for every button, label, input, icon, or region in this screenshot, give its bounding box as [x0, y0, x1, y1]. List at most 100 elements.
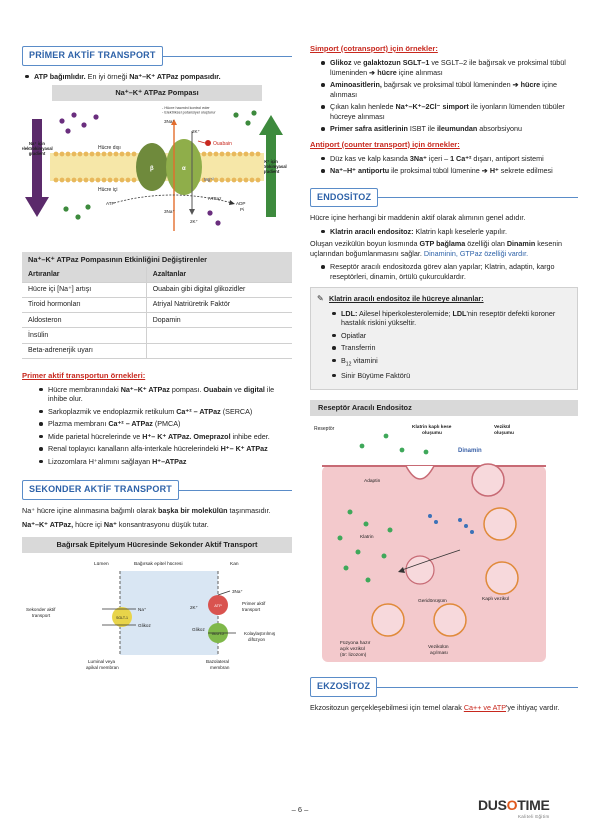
- list-item: Aminoasitlerin, bağırsak ve proksimal tü…: [318, 80, 578, 99]
- primer-examples-title: Primer aktif transportun örnekleri:: [22, 370, 146, 380]
- clathrin-box-title: Klatrin aracılı endositoz ile hücreye al…: [329, 294, 484, 304]
- simport-list: Glikoz ve galaktozun SGLT–1 ve SGLT–2 il…: [310, 58, 578, 134]
- note-icon: ✎: [317, 294, 324, 304]
- endocytosis-fig-header: Reseptör Aracılı Endositoz: [310, 400, 578, 417]
- svg-text:Bazolateral: Bazolateral: [206, 659, 229, 664]
- table-row: İnsülin: [22, 327, 292, 344]
- svg-text:ATP: ATP: [106, 201, 115, 206]
- antiport-list: Düz kas ve kalp kasında 3Na⁺ içeri – 1 C…: [310, 154, 578, 176]
- list-item: Opiatlar: [329, 331, 569, 341]
- svg-text:2K⁺: 2K⁺: [190, 605, 199, 610]
- svg-text:Glikoz: Glikoz: [192, 627, 205, 632]
- list-item: Na⁺–H⁺ antiportu ile proksimal tübül lüm…: [318, 166, 578, 176]
- svg-text:Ouabain: Ouabain: [213, 141, 232, 147]
- svg-text:K⁺ için: K⁺ için: [264, 159, 278, 164]
- clathrin-box-list: LDL: Ailesel hiperkolesterolemide; LDL'n…: [319, 309, 569, 381]
- svg-text:Adaptin: Adaptin: [364, 478, 381, 484]
- list-item: Sarkoplazmik ve endoplazmik retikulum Ca…: [36, 407, 292, 417]
- svg-text:- Elektriksel potansiyel oluşt: - Elektriksel potansiyel oluşturur: [162, 111, 216, 115]
- svg-text:Mg⁺²: Mg⁺²: [204, 177, 214, 182]
- simport-title: Simport (cotransport) için örnekler:: [310, 44, 438, 53]
- svg-text:oluşumu: oluşumu: [422, 430, 442, 436]
- brand-logo: DUSOTIME Kaliteli Eğitim: [478, 797, 550, 820]
- svg-text:GLUT-2: GLUT-2: [212, 632, 225, 636]
- receptor-endocytosis-diagram: Reseptör Klatrin kaplı kese oluşumu Vezi…: [310, 420, 578, 671]
- svg-text:Lümen: Lümen: [94, 561, 109, 567]
- left-column: PRİMER AKTİF TRANSPORT ATP bağımlıdır. E…: [21, 42, 292, 677]
- table-header-row: Artıranlar Azaltanlar: [22, 267, 292, 283]
- list-item: Primer safra asitlerinin ISBT ile ileumu…: [318, 124, 578, 134]
- sekonder-title: SEKONDER AKTİF TRANSPORT: [22, 480, 179, 501]
- endositoz-p2: Oluşan vezikülün boyun kısmında GTP bağl…: [310, 239, 562, 258]
- list-item: Mide parietal hücrelerinde ve H⁺– K⁺ ATP…: [36, 432, 292, 442]
- endositoz-list-2: Reseptör aracılı endositozda görev alan …: [310, 262, 578, 281]
- svg-text:Vezikül: Vezikül: [494, 424, 510, 430]
- svg-text:oluşumu: oluşumu: [494, 430, 514, 436]
- svg-text:Sekonder aktif: Sekonder aktif: [26, 607, 56, 612]
- svg-text:Klatrin kaplı kese: Klatrin kaplı kese: [412, 424, 452, 430]
- endositoz-list-1: Klatrin aracılı endositoz: Klatrin kaplı…: [310, 227, 578, 237]
- secondary-transport-diagram: Lümen Bağırsak epitel hücresi Kan SGLT-1…: [22, 552, 292, 675]
- list-item: Hücre membranındaki Na⁺–K⁺ ATPaz pompası…: [36, 385, 292, 404]
- svg-text:Pi: Pi: [240, 207, 244, 212]
- svg-text:Dinamin: Dinamin: [458, 448, 482, 454]
- sekonder-p1: Na⁺ hücre içine alınmasına bağımlı olara…: [22, 506, 271, 516]
- svg-text:ATP: ATP: [214, 603, 222, 608]
- list-item: Transferrin: [329, 343, 569, 353]
- svg-text:Geridönüşüm: Geridönüşüm: [418, 598, 447, 604]
- primer-examples-list: Hücre membranındaki Na⁺–K⁺ ATPaz pompası…: [22, 385, 292, 467]
- svg-text:ATPaz: ATPaz: [208, 196, 222, 201]
- svg-text:3Na⁺: 3Na⁺: [164, 119, 175, 124]
- svg-text:membran: membran: [210, 665, 230, 670]
- svg-text:difüzyon: difüzyon: [248, 637, 266, 642]
- list-item: Glikoz ve galaktozun SGLT–1 ve SGLT–2 il…: [318, 58, 578, 77]
- svg-text:2K⁺: 2K⁺: [192, 129, 201, 134]
- table-row: Beta-adrenerjik uyarı: [22, 343, 292, 359]
- pump-header: Na⁺–K⁺ ATPaz Pompası: [52, 85, 262, 102]
- list-item: Düz kas ve kalp kasında 3Na⁺ içeri – 1 C…: [318, 154, 578, 164]
- svg-text:transport: transport: [242, 607, 261, 612]
- svg-text:elektrokimyasal: elektrokimyasal: [22, 146, 53, 151]
- ekzositoz-p: Ekzositozun gerçekleşebilmesi için temel…: [310, 702, 560, 712]
- list-item: Klatrin aracılı endositoz: Klatrin kaplı…: [318, 227, 578, 237]
- sekonder-fig-header: Bağırsak Epitelyum Hücresinde Sekonder A…: [22, 537, 292, 553]
- pump-table-caption: Na⁺–K⁺ ATPaz Pompasının Etkinliğini Deği…: [22, 251, 292, 268]
- svg-text:Hücre içi: Hücre içi: [98, 187, 117, 193]
- svg-text:Vezikülün: Vezikülün: [428, 644, 449, 650]
- svg-text:elektrokimyasal: elektrokimyasal: [255, 164, 286, 169]
- primer-title: PRİMER AKTİF TRANSPORT: [22, 46, 163, 66]
- svg-text:Füzyona hazır: Füzyona hazır: [340, 640, 371, 646]
- svg-text:gradient: gradient: [29, 151, 46, 156]
- svg-text:gradient: gradient: [263, 169, 280, 174]
- svg-text:α: α: [182, 166, 186, 172]
- endositoz-title: ENDOSİTOZ: [310, 187, 379, 208]
- svg-text:(ör: lizozom): (ör: lizozom): [340, 652, 367, 658]
- na-k-pump-diagram: Na⁺ için elektrokimyasal gradient K⁺ içi…: [21, 101, 292, 240]
- svg-text:Kaplı vezikül: Kaplı vezikül: [482, 596, 509, 602]
- svg-text:ADP: ADP: [236, 201, 245, 206]
- antiport-title: Antiport (counter transport) için örnekl…: [310, 139, 460, 149]
- svg-text:2K⁺: 2K⁺: [190, 219, 199, 224]
- list-item: Lizozomlara H⁺alımını sağlayan H⁺–ATPaz: [36, 457, 292, 467]
- list-item: Sinir Büyüme Faktörü: [329, 371, 569, 381]
- list-item: Renal toplayıcı kanalların alfa-interkal…: [36, 444, 292, 454]
- svg-text:açık vezikül: açık vezikül: [340, 646, 365, 652]
- endositoz-section-header: ENDOSİTOZ: [310, 187, 578, 208]
- svg-text:Kolaylaştırılmış: Kolaylaştırılmış: [244, 631, 276, 636]
- primer-section-header: PRİMER AKTİF TRANSPORT: [22, 46, 292, 66]
- pump-modifiers-table: Artıranlar Azaltanlar Hücre içi [Na⁺] ar…: [22, 267, 292, 359]
- svg-text:Na⁺ için: Na⁺ için: [29, 141, 45, 146]
- list-item: LDL: Ailesel hiperkolesterolemide; LDL'n…: [329, 309, 569, 328]
- svg-text:apikal membran: apikal membran: [86, 665, 119, 670]
- svg-text:transport: transport: [32, 613, 51, 618]
- primer-bullets: ATP bağımlıdır. En iyi örneği Na⁺–K⁺ ATP…: [22, 72, 292, 82]
- col-increase: Artıranlar: [22, 267, 147, 283]
- svg-text:Primer aktif: Primer aktif: [242, 601, 266, 606]
- svg-text:Reseptör: Reseptör: [314, 426, 335, 432]
- primer-bullet-atp: ATP bağımlıdır. En iyi örneği Na⁺–K⁺ ATP…: [22, 72, 292, 82]
- ekzositoz-title: EKZOSİTOZ: [310, 676, 378, 697]
